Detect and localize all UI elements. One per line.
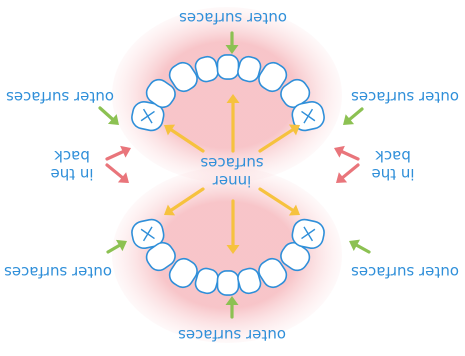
back-arrow-right-upper — [107, 165, 129, 183]
label-inner-line2: surfaces — [200, 154, 263, 172]
label-outer-lower-left: outer surfaces — [351, 263, 459, 281]
label-back-right-line2: back — [54, 147, 90, 165]
label-outer-bottom: outer surfaces — [178, 326, 286, 344]
back-arrow-left-lower — [334, 146, 358, 159]
outer-arrow-lower-left — [349, 240, 369, 252]
back-arrow-right-lower — [107, 146, 131, 159]
label-outer-upper-left: outer surfaces — [351, 88, 459, 106]
upper-tooth — [218, 271, 239, 295]
label-back-right-line1: in the — [50, 165, 93, 183]
outer-arrow-upper-left — [343, 109, 362, 125]
back-arrow-left-upper — [336, 165, 358, 183]
label-outer-lower-right: outer surfaces — [4, 263, 112, 281]
rotated-diagram: outer surfaces outer surfaces outer surf… — [4, 7, 459, 344]
label-outer-upper-right: outer surfaces — [6, 88, 114, 106]
label-back-left-line1: in the — [371, 165, 414, 183]
lower-tooth — [218, 55, 239, 79]
label-outer-top: outer surfaces — [179, 9, 287, 27]
label-back-left-line2: back — [375, 147, 411, 165]
label-inner-line1: inner — [212, 172, 251, 190]
